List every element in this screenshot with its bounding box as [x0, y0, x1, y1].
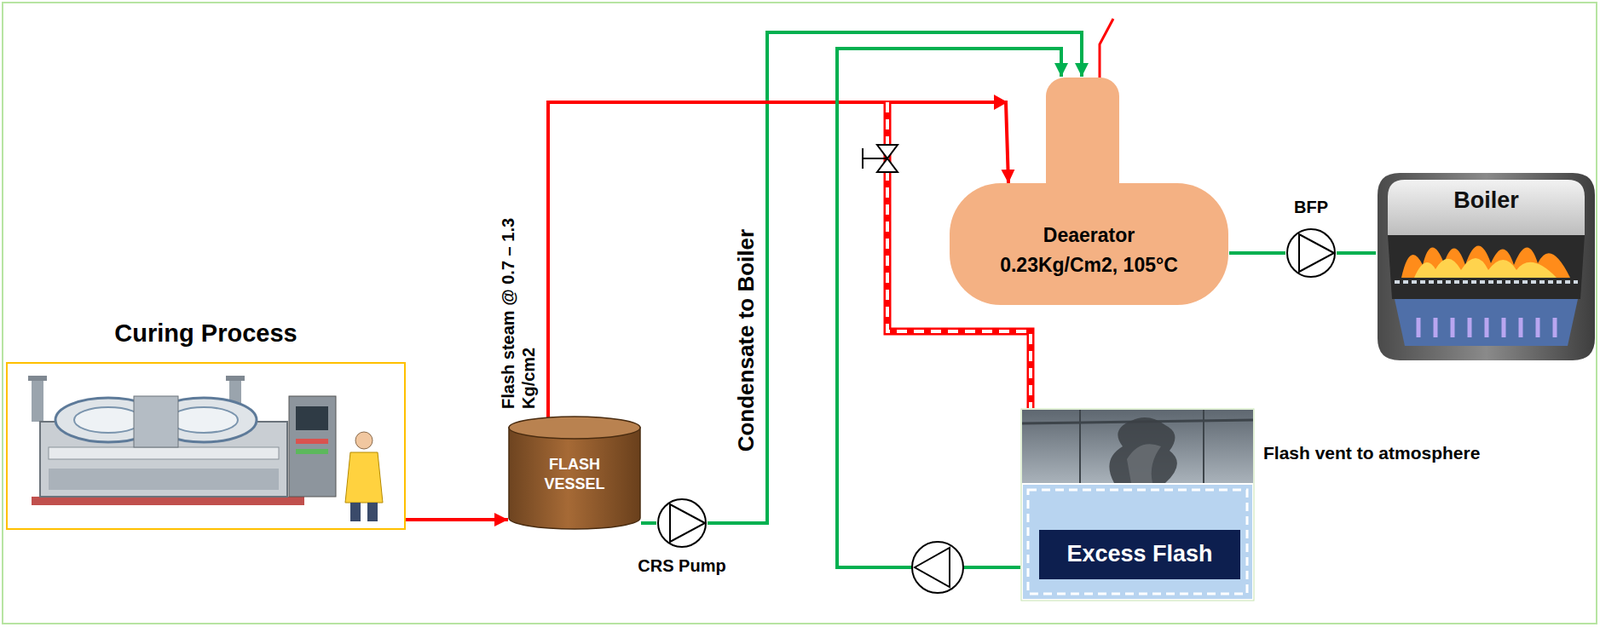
shape-ellipse — [508, 416, 641, 439]
shape-line — [1484, 317, 1490, 338]
pump-symbol: BFP — [1285, 227, 1337, 279]
shape-rect — [31, 496, 305, 506]
shape-path — [1377, 173, 1595, 361]
shape-line — [1501, 317, 1507, 338]
shape-path — [670, 504, 705, 543]
flow-connector — [641, 523, 657, 525]
shape-path — [1394, 299, 1578, 347]
shape-svg — [5, 362, 406, 531]
shape-path — [1387, 235, 1585, 300]
boiler-label: Boiler — [1387, 186, 1585, 216]
corner-arrowhead — [993, 94, 1008, 110]
shape-line — [1450, 317, 1456, 338]
shape-path — [1126, 444, 1162, 484]
shape-path — [345, 452, 383, 503]
process-heading: Curing Process — [5, 317, 406, 349]
flow-connector — [1229, 253, 1286, 255]
shape-path — [1401, 245, 1571, 278]
shape-rect — [350, 502, 361, 522]
shape-line — [1394, 280, 1578, 284]
boiler-unit: Boiler — [1375, 171, 1597, 363]
shape-rect — [295, 449, 329, 455]
vessel-name: Deaerator — [948, 223, 1230, 249]
vent-line — [1099, 18, 1114, 79]
shape-rect — [48, 468, 279, 491]
shape-line — [1553, 317, 1558, 338]
shape-path — [1414, 258, 1557, 278]
shape-line — [1433, 317, 1439, 338]
shape-path — [1299, 234, 1335, 272]
flow-connector — [405, 519, 509, 521]
shape-rect — [367, 502, 378, 522]
flow-connector — [1336, 253, 1376, 255]
shape-rect — [133, 396, 179, 448]
shape-line — [1416, 317, 1421, 338]
shape-line — [1536, 317, 1541, 338]
steam-pressure-label: Flash steam @ 0.7 – 1.3 Kg/cm2 — [497, 161, 539, 410]
vessel-label: FLASH VESSEL — [523, 455, 626, 494]
process-box: Curing Process — [5, 362, 406, 531]
excess-flash-tank: Excess Flash — [1020, 408, 1255, 602]
shape-rect — [288, 396, 336, 497]
shape-rect — [949, 183, 1229, 306]
shape-rect — [31, 379, 44, 422]
connector-line — [641, 521, 657, 526]
connector-line — [548, 102, 1009, 420]
shape-circle — [355, 432, 373, 450]
connector-line — [405, 518, 509, 522]
shape-line — [862, 157, 888, 160]
shape-rect — [225, 375, 245, 382]
shape-rect — [1022, 410, 1254, 484]
shape-rect — [295, 406, 329, 431]
shape-svg — [656, 497, 708, 549]
deaerator-vessel: Deaerator 0.23Kg/Cm2, 105°C — [948, 76, 1230, 307]
shape-path — [1109, 417, 1178, 484]
shape-rect — [48, 447, 279, 460]
shape-line — [1202, 410, 1205, 484]
shape-circle — [1287, 229, 1335, 278]
shape-line — [861, 148, 864, 169]
shape-rect — [1028, 490, 1248, 595]
valve-symbol — [862, 144, 898, 173]
shape-svg — [1020, 408, 1255, 602]
shape-path — [508, 427, 641, 530]
shape-path — [1387, 179, 1585, 236]
shape-circle — [658, 499, 706, 548]
pump-label: BFP — [1259, 196, 1363, 219]
connector-line — [1336, 251, 1376, 255]
shape-ellipse — [169, 407, 238, 434]
pump-symbol: CRS Pump — [656, 497, 708, 549]
shape-line — [1079, 410, 1081, 484]
connector-line — [1229, 251, 1286, 255]
return-pump-symbol — [912, 542, 964, 594]
vent-label: Flash vent to atmosphere — [1263, 442, 1545, 464]
pump-label: CRS Pump — [613, 555, 751, 578]
shape-rect — [1022, 485, 1253, 600]
shape-rect — [1039, 530, 1241, 580]
flash-vessel: FLASH VESSEL — [508, 415, 642, 531]
shape-path — [914, 548, 950, 588]
shape-line — [1519, 317, 1524, 338]
shape-svg — [1285, 227, 1337, 279]
shape-ellipse — [74, 407, 143, 434]
shape-line — [1467, 317, 1473, 338]
tank-label: Excess Flash — [1039, 540, 1241, 570]
shape-rect — [1021, 409, 1254, 601]
shape-rect — [28, 375, 47, 382]
flow-connector — [548, 102, 1009, 420]
condensate-label: Condensate to Boiler — [733, 196, 760, 486]
vessel-conditions: 0.23Kg/Cm2, 105°C — [948, 253, 1230, 278]
shape-g — [1418, 317, 1555, 338]
shape-rect — [6, 363, 405, 530]
shape-rect — [295, 438, 329, 445]
shape-circle — [912, 542, 964, 594]
